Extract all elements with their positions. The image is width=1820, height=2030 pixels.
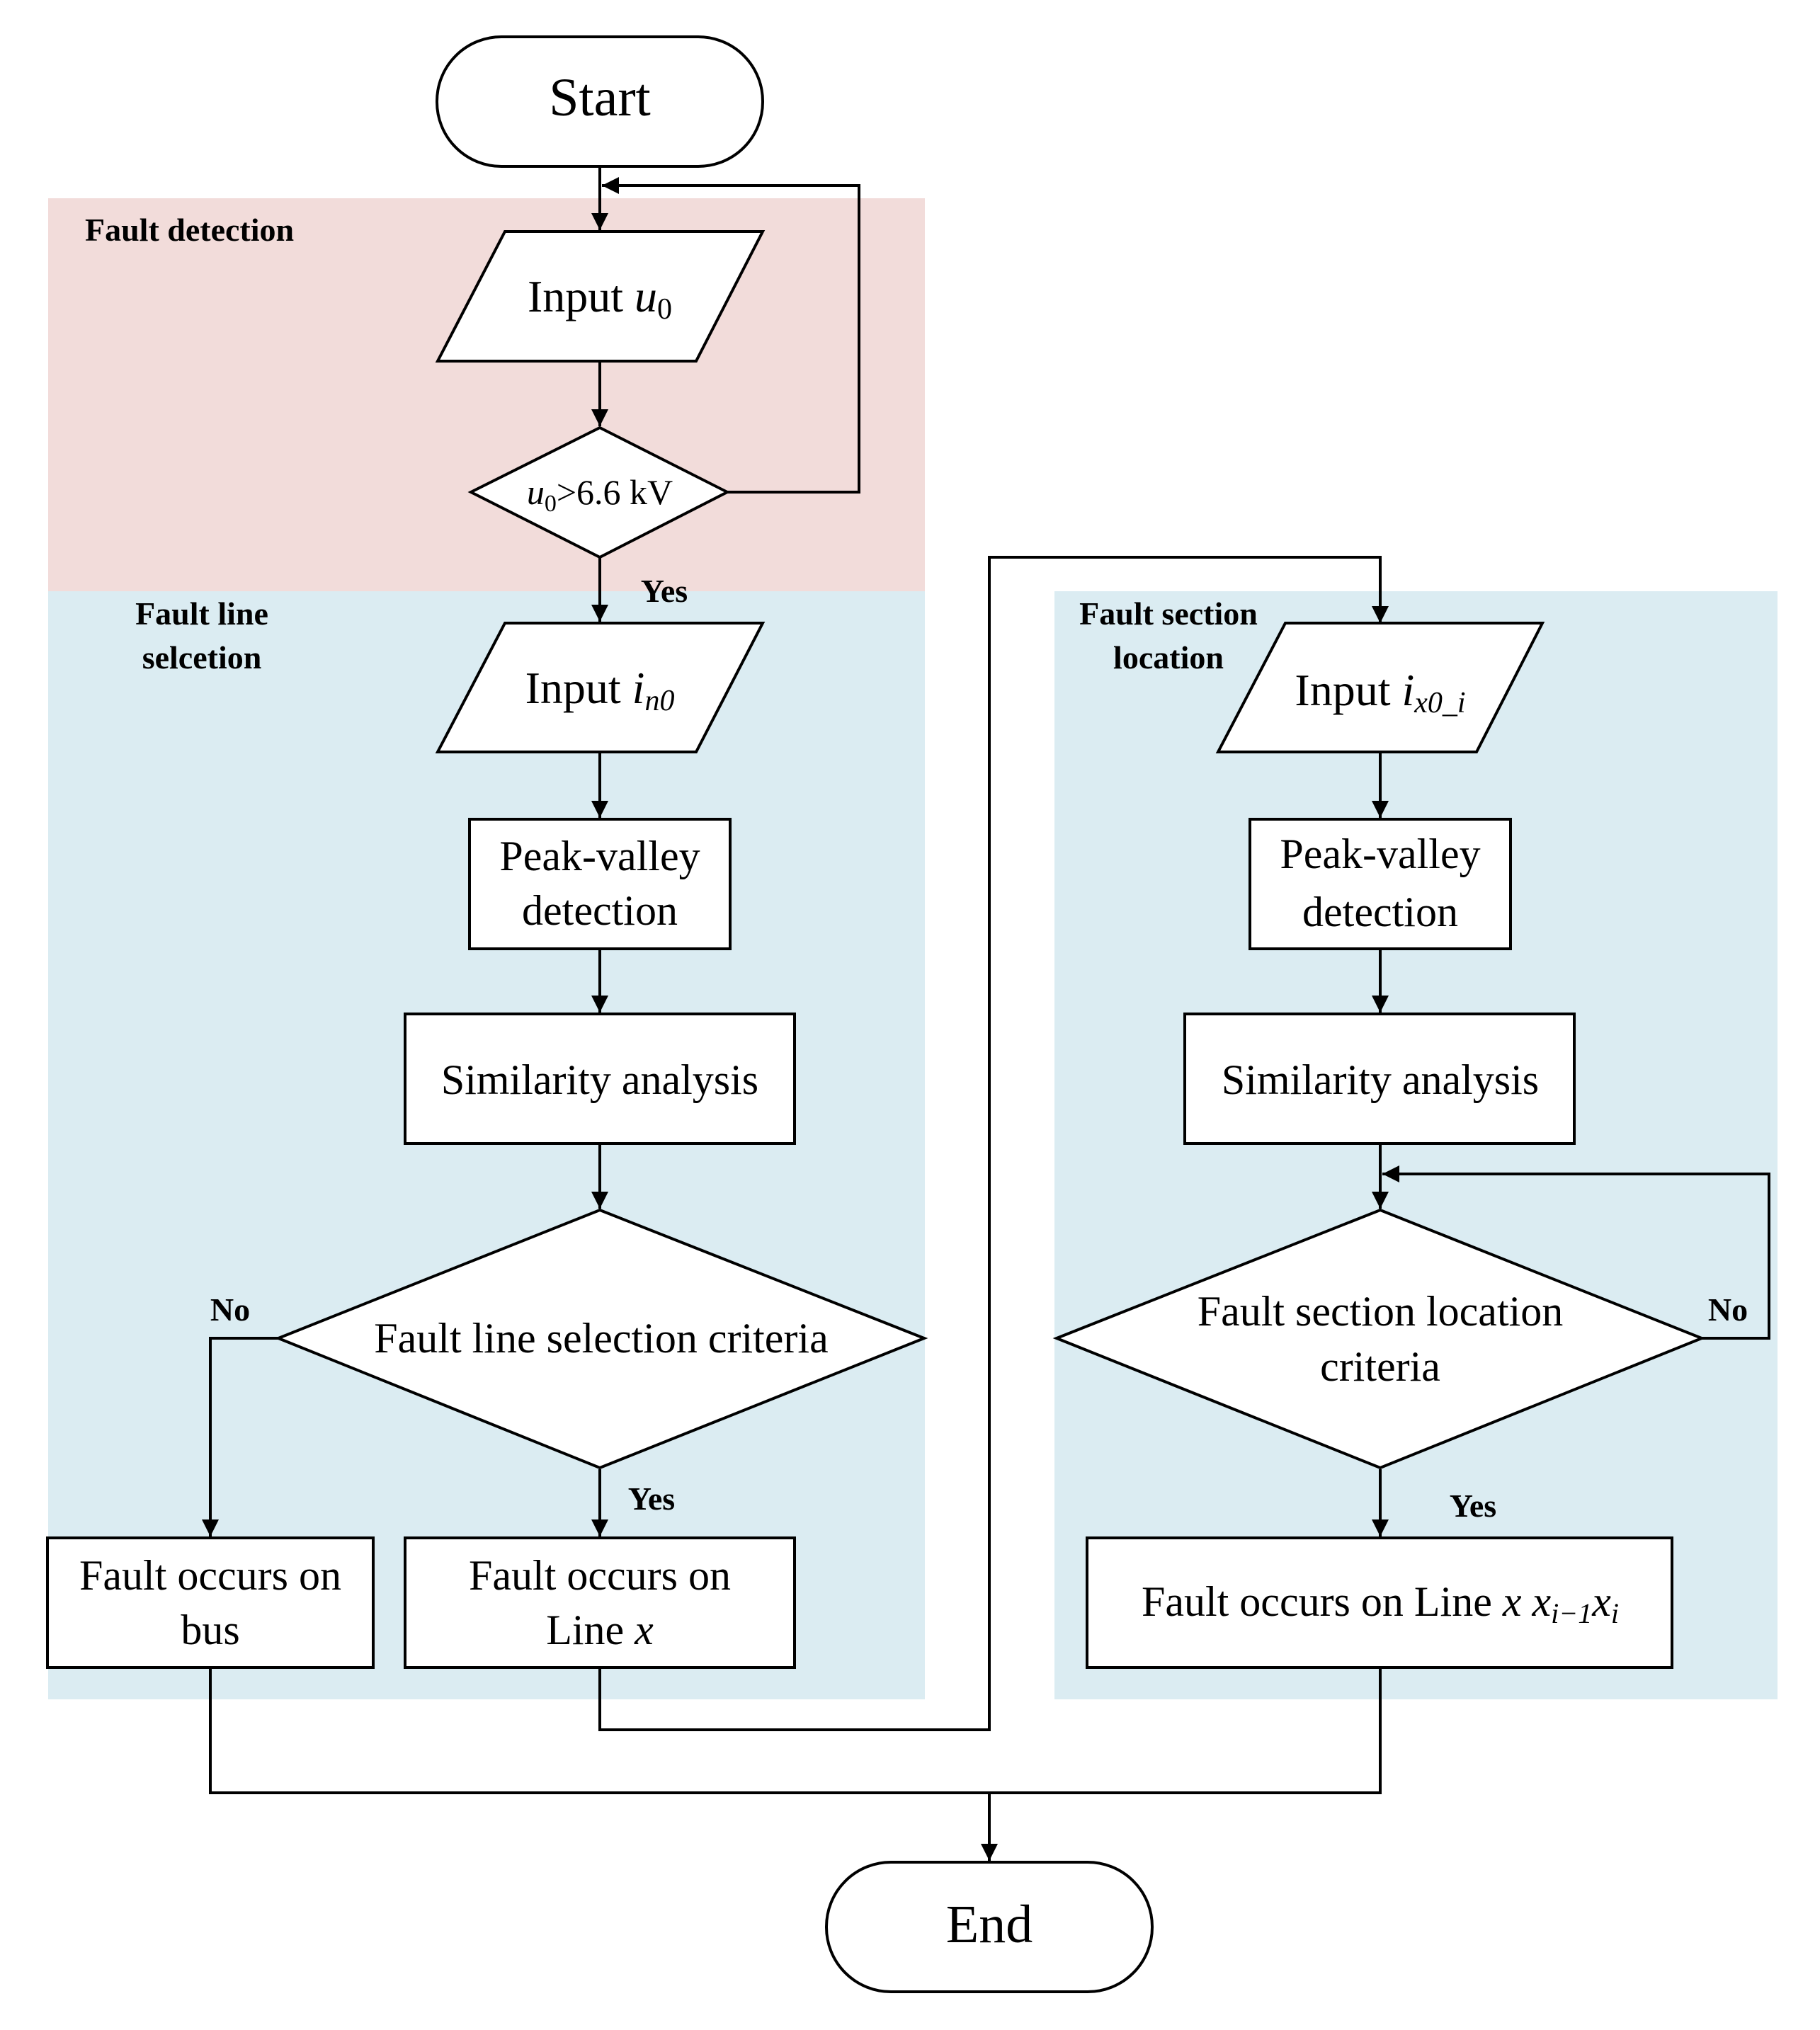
similarity-right-label: Similarity analysis <box>1222 1056 1539 1103</box>
similarity-left-box <box>404 1013 796 1145</box>
fault-on-section-label: Fault occurs on Line x xi−1xi <box>1142 1578 1619 1629</box>
end-terminal <box>825 1861 1154 1993</box>
fault-on-bus-line1: Fault occurs on <box>79 1552 341 1599</box>
start-label: Start <box>549 68 651 127</box>
threshold-decision <box>467 426 731 559</box>
peak-valley-left-box <box>468 818 732 950</box>
fault-detection-region <box>48 198 925 591</box>
section-location-criteria-line1: Fault section location <box>1198 1288 1564 1335</box>
edge-line-x-to-input-ix0i <box>598 556 1389 1731</box>
section-location-criteria-line2: criteria <box>1320 1343 1440 1390</box>
line-selection-criteria-decision <box>274 1208 928 1470</box>
peak-valley-right-line1: Peak-valley <box>1280 831 1480 877</box>
fault-line-selection-label-1: Fault line <box>135 595 268 632</box>
input-u0-parallelogram <box>435 230 766 363</box>
fault-on-bus-box <box>46 1536 375 1669</box>
edge-criteria-to-bus <box>202 1337 280 1536</box>
threshold-label: u0>6.6 kV <box>527 472 673 517</box>
fault-on-line-x-box <box>404 1536 796 1669</box>
fault-on-line-x-line1: Fault occurs on <box>469 1552 731 1599</box>
fault-on-section-box <box>1086 1536 1673 1669</box>
end-label: End <box>946 1895 1033 1954</box>
fault-section-location-label-2: location <box>1113 639 1224 675</box>
section-criteria-yes-label: Yes <box>1450 1488 1496 1524</box>
input-ix0i-label: Input ix0_i <box>1295 665 1465 719</box>
section-location-criteria-decision <box>1052 1208 1706 1470</box>
threshold-yes-label: Yes <box>641 573 688 609</box>
edge-bus-to-merge <box>209 1667 1382 1794</box>
input-ix0i-parallelogram <box>1215 622 1545 753</box>
fault-detection-label: Fault detection <box>85 212 294 248</box>
input-in0-label: Input in0 <box>525 663 675 717</box>
fault-line-selection-label-2: selcetion <box>142 639 262 675</box>
fault-on-bus-line2: bus <box>181 1607 239 1653</box>
similarity-left-label: Similarity analysis <box>441 1056 758 1103</box>
peak-valley-left-line1: Peak-valley <box>499 833 700 879</box>
peak-valley-left-line2: detection <box>522 887 678 934</box>
fault-line-selection-region <box>48 591 925 1699</box>
edge-section-criteria-loop <box>1382 1165 1770 1340</box>
line-criteria-no-label: No <box>210 1291 250 1328</box>
fault-section-location-region <box>1054 591 1778 1699</box>
edge-threshold-loop <box>602 177 860 494</box>
line-selection-criteria-label: Fault line selection criteria <box>374 1315 828 1362</box>
input-u0-label: Input u0 <box>528 271 672 326</box>
fault-section-location-label-1: Fault section <box>1079 595 1258 632</box>
section-criteria-no-label: No <box>1708 1291 1748 1328</box>
similarity-right-box <box>1183 1013 1576 1145</box>
fault-on-line-x-line2: Line x <box>546 1607 654 1653</box>
peak-valley-right-box <box>1249 818 1512 950</box>
line-criteria-yes-label: Yes <box>628 1481 675 1517</box>
input-in0-parallelogram <box>435 622 766 753</box>
peak-valley-right-line2: detection <box>1302 889 1458 935</box>
start-terminal <box>436 35 764 168</box>
